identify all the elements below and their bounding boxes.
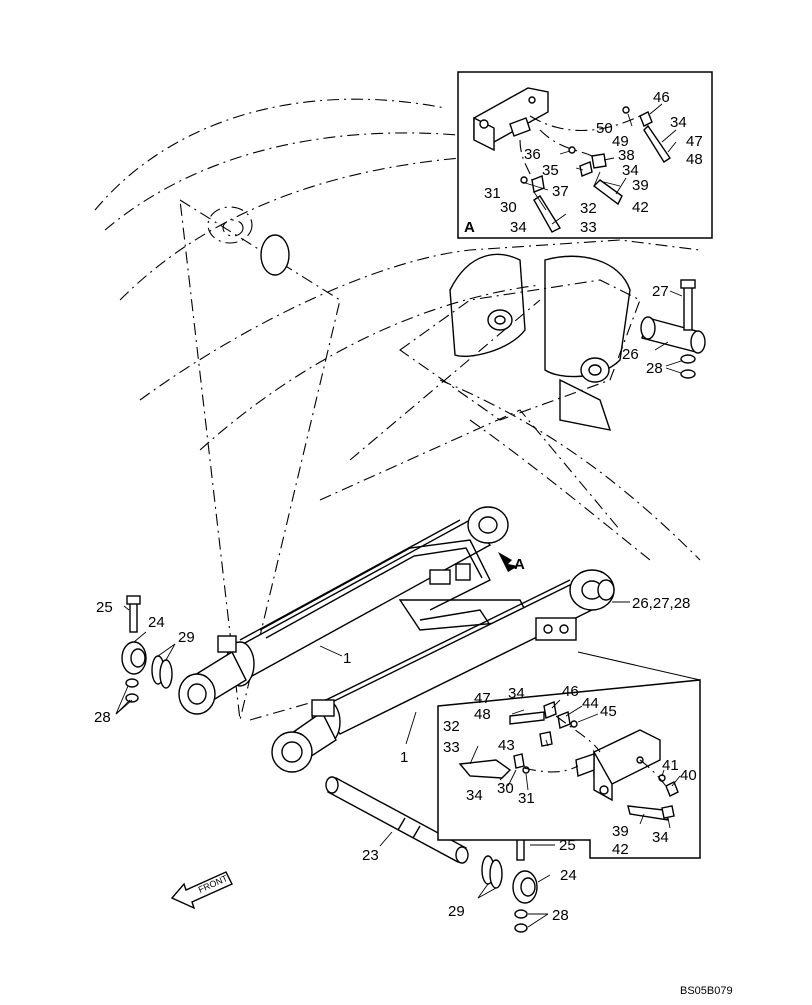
callout-28: 28 bbox=[94, 709, 111, 726]
callout-26: 26 bbox=[622, 346, 639, 363]
callout-28: 28 bbox=[552, 907, 569, 924]
cylinder-piping bbox=[259, 539, 532, 641]
callout-46: 46 bbox=[653, 89, 670, 106]
callout-45: 45 bbox=[600, 703, 617, 720]
callout-42: 42 bbox=[632, 199, 649, 216]
callout-35: 35 bbox=[542, 162, 559, 179]
callout-40: 40 bbox=[680, 767, 697, 784]
callout-39: 39 bbox=[612, 823, 629, 840]
callout-48: 48 bbox=[474, 706, 491, 723]
callout-leaders bbox=[319, 601, 630, 745]
callout-23: 23 bbox=[362, 847, 379, 864]
callout-30: 30 bbox=[500, 199, 517, 216]
hydraulic-cylinder-lower bbox=[271, 569, 615, 773]
callout-29: 29 bbox=[178, 629, 195, 646]
callout-27: 27 bbox=[652, 283, 669, 300]
view-a-indicator bbox=[498, 552, 518, 572]
arm-bracket bbox=[260, 234, 631, 431]
callout-31: 31 bbox=[518, 790, 535, 807]
callout-46: 46 bbox=[562, 683, 579, 700]
callout-33: 33 bbox=[580, 219, 597, 236]
callout-1: 1 bbox=[343, 650, 351, 667]
callout-49: 49 bbox=[612, 133, 629, 150]
callout-50: 50 bbox=[596, 120, 613, 137]
callout-36: 36 bbox=[524, 146, 541, 163]
callout-38: 38 bbox=[618, 147, 635, 164]
callout-25: 25 bbox=[559, 837, 576, 854]
callout-32: 32 bbox=[580, 200, 597, 217]
callout-47: 47 bbox=[686, 133, 703, 150]
detail-view-a-upper bbox=[457, 71, 713, 239]
callout-48: 48 bbox=[686, 151, 703, 168]
callout-31: 31 bbox=[484, 185, 501, 202]
callout-30: 30 bbox=[497, 780, 514, 797]
callout-34: 34 bbox=[652, 829, 669, 846]
callout-34: 34 bbox=[622, 162, 639, 179]
callout-44: 44 bbox=[582, 695, 599, 712]
left-pin-hardware bbox=[115, 595, 176, 715]
callout-37: 37 bbox=[552, 183, 569, 200]
callout-32: 32 bbox=[443, 718, 460, 735]
boom-outline bbox=[94, 98, 701, 721]
callout-39: 39 bbox=[632, 177, 649, 194]
callout-33: 33 bbox=[443, 739, 460, 756]
callout-34: 34 bbox=[670, 114, 687, 131]
callout-34: 34 bbox=[508, 685, 525, 702]
callout-1: 1 bbox=[400, 749, 408, 766]
callout-41: 41 bbox=[662, 757, 679, 774]
callout-34: 34 bbox=[510, 219, 527, 236]
front-direction-arrow: FRONT bbox=[170, 871, 233, 910]
detail-a-title: A bbox=[464, 219, 475, 236]
callout-42: 42 bbox=[612, 841, 629, 858]
callout-24: 24 bbox=[560, 867, 577, 884]
callout-labels: 1 1 23 24 24 25 25 26 26,27,28 27 28 28 … bbox=[94, 89, 733, 997]
hydraulic-cylinder-upper bbox=[178, 506, 509, 715]
callout-29: 29 bbox=[448, 903, 465, 920]
callout-47: 47 bbox=[474, 690, 491, 707]
callout-34: 34 bbox=[466, 787, 483, 804]
callout-26-27-28: 26,27,28 bbox=[632, 595, 690, 612]
view-a-callout: A bbox=[514, 556, 525, 573]
callout-24: 24 bbox=[148, 614, 165, 631]
figure-code: BS05B079 bbox=[680, 985, 733, 997]
callout-43: 43 bbox=[498, 737, 515, 754]
detail-view-a-lower bbox=[437, 651, 701, 859]
callout-25: 25 bbox=[96, 599, 113, 616]
pin-26-assembly bbox=[640, 279, 706, 379]
callout-28: 28 bbox=[646, 360, 663, 377]
